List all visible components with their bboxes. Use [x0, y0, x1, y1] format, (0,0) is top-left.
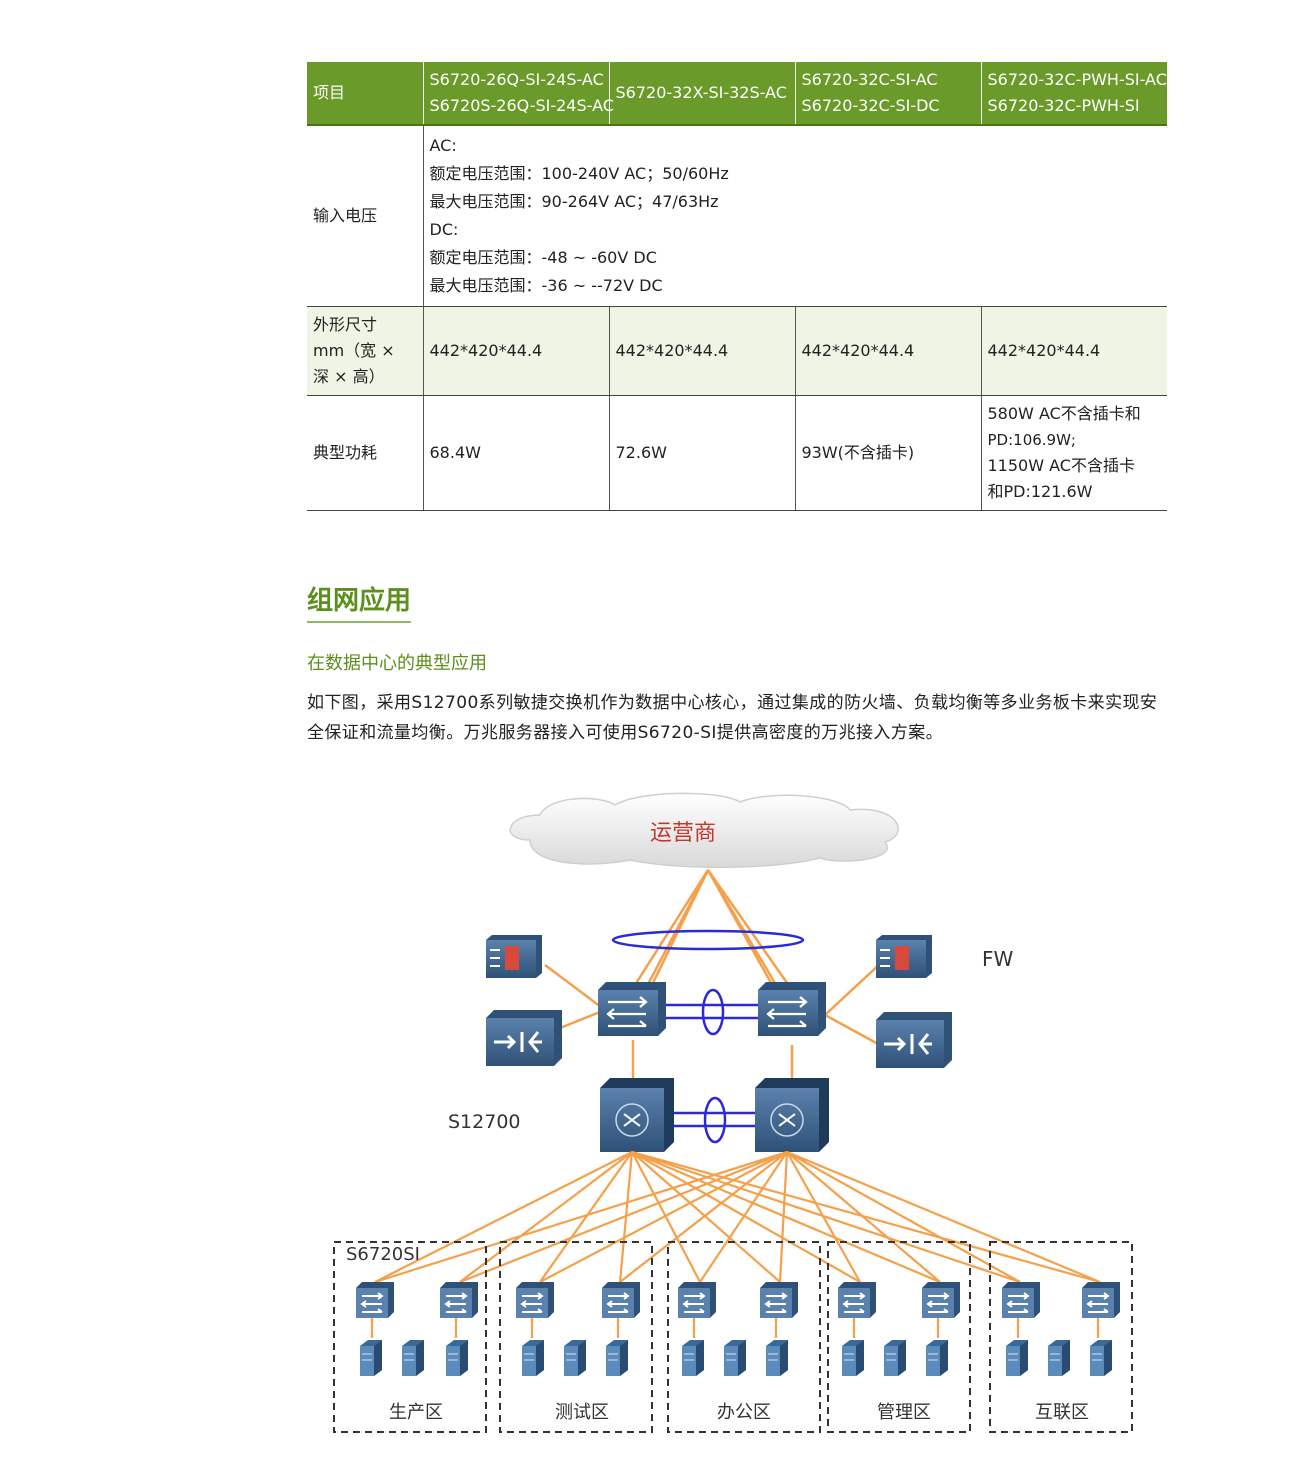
- core-link: [674, 1096, 755, 1144]
- table-row-dimensions: 外形尺寸 mm（宽 × 深 × 高） 442*420*44.4 442*420*…: [307, 306, 1167, 396]
- subsection-title: 在数据中心的典型应用: [307, 653, 487, 674]
- access-switches: [355, 1281, 1121, 1319]
- firewall-icon-right: [876, 935, 932, 978]
- zone-boxes: [333, 1241, 1133, 1433]
- cloud-icon: 运营商: [509, 792, 899, 868]
- header-model-32x: S6720-32X-SI-32S-AC: [609, 62, 796, 126]
- agg-switch-left: [598, 982, 666, 1036]
- row-label: 输入电压: [307, 125, 424, 307]
- zone-label: 办公区: [717, 1402, 771, 1423]
- row-label: 外形尺寸 mm（宽 × 深 × 高）: [307, 306, 424, 396]
- table-cell: 580W AC不含插卡和 PD:106.9W; 1150W AC不含插卡 和PD…: [981, 395, 1167, 511]
- core-switch-right: [755, 1078, 829, 1152]
- zone-label: 生产区: [389, 1402, 443, 1423]
- table-cell: 442*420*44.4: [609, 306, 796, 396]
- uplink-lines: [544, 869, 883, 1080]
- downlink-lines: [374, 1150, 1101, 1284]
- load-balancer-icon-right: [876, 1012, 952, 1068]
- table-row-power: 典型功耗 68.4W 72.6W 93W(不含插卡) 580W AC不含插卡和 …: [307, 395, 1167, 511]
- zone-label: 互联区: [1035, 1402, 1089, 1423]
- fw-label: FW: [982, 947, 1014, 971]
- access-label: S6720SI: [346, 1244, 420, 1265]
- network-diagram: 运营商: [333, 792, 1133, 1433]
- core-label: S12700: [448, 1111, 521, 1133]
- top-ring: [611, 929, 805, 951]
- cloud-label: 运营商: [650, 821, 716, 846]
- table-cell: 442*420*44.4: [795, 306, 982, 396]
- body-paragraph: 如下图，采用S12700系列敏捷交换机作为数据中心核心，通过集成的防火墙、负载均…: [307, 693, 1158, 743]
- table-row-input-voltage: 输入电压 AC: 额定电压范围：100-240V AC；50/60Hz 最大电压…: [307, 125, 1167, 307]
- input-voltage-cell: AC: 额定电压范围：100-240V AC；50/60Hz 最大电压范围：90…: [423, 125, 1167, 307]
- servers: [359, 1339, 1113, 1377]
- table-cell: 442*420*44.4: [423, 306, 610, 396]
- table-cell: 68.4W: [423, 395, 610, 511]
- firewall-icon-left: [486, 935, 542, 978]
- table-cell: 72.6W: [609, 395, 796, 511]
- row-label: 典型功耗: [307, 395, 424, 511]
- agg-switch-right: [758, 982, 826, 1036]
- zone-label: 管理区: [877, 1402, 931, 1423]
- load-balancer-icon-left: [486, 1010, 562, 1066]
- core-switch-left: [600, 1078, 674, 1152]
- header-item: 项目: [307, 62, 424, 126]
- zone-label: 测试区: [555, 1402, 609, 1423]
- agg-link: [666, 988, 758, 1036]
- section-title: 组网应用: [307, 583, 412, 623]
- server-links: [370, 1318, 1100, 1338]
- table-cell: 93W(不含插卡): [795, 395, 982, 511]
- table-cell: 442*420*44.4: [981, 306, 1167, 396]
